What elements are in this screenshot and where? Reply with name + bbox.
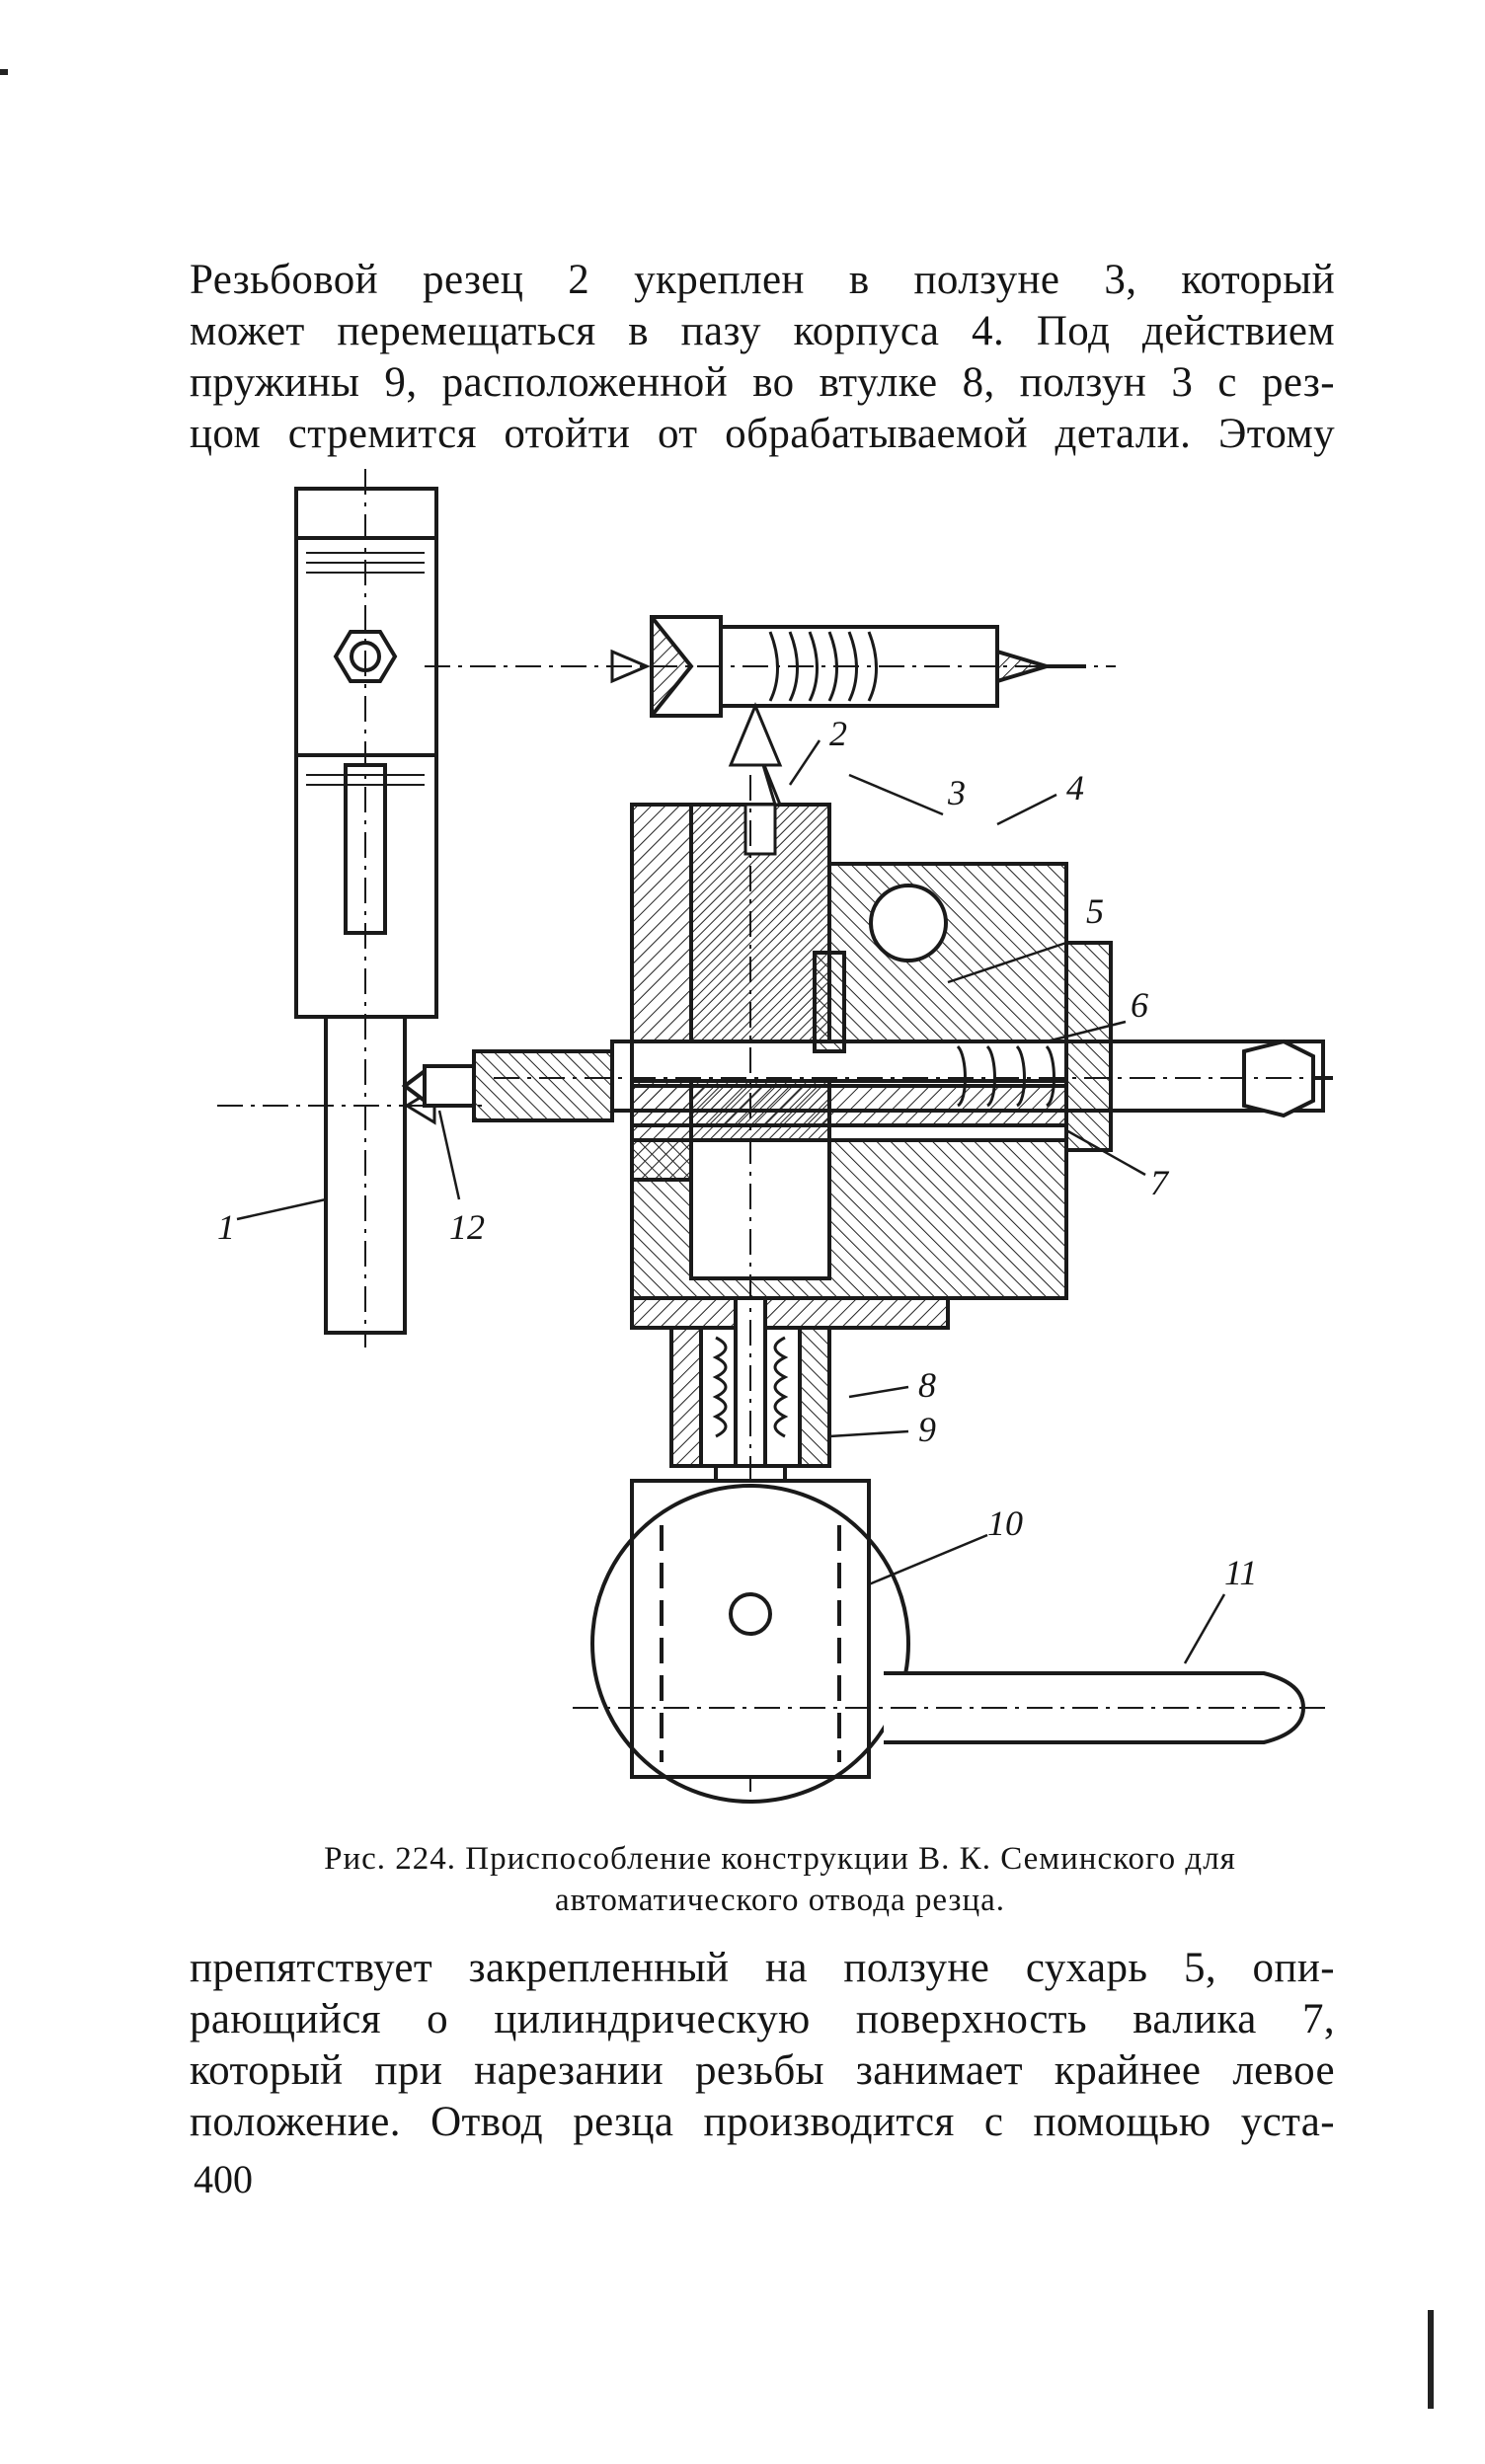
paragraph-line: цом стремится отойти от обрабатываемой д… xyxy=(190,411,1335,457)
page-number: 400 xyxy=(194,2157,253,2201)
leader-lines xyxy=(236,739,1226,1664)
figure-caption: Рис. 224. Приспособление конструкции В. … xyxy=(227,1838,1333,1921)
main-assembly xyxy=(401,702,1333,1792)
callout-5: 5 xyxy=(1086,891,1104,931)
paragraph-line: пружины 9, расположенной во втулке 8, по… xyxy=(190,359,1335,406)
paragraph-line: Резьбовой резец 2 укреплен в ползуне 3, … xyxy=(190,257,1335,303)
caption-line-1: Рис. 224. Приспособление конструкции В. … xyxy=(324,1841,1236,1877)
technical-drawing: 1 2 3 4 5 6 7 8 9 10 11 12 xyxy=(197,449,1333,1831)
paragraph-line: препятствует закрепленный на ползуне сух… xyxy=(190,1945,1335,1991)
bolt-cutter-detail xyxy=(425,615,1116,718)
paragraph-line: положение. Отвод резца производится с по… xyxy=(190,2099,1335,2145)
callout-labels: 1 2 3 4 5 6 7 8 9 10 11 12 xyxy=(217,714,1257,1592)
callout-10: 10 xyxy=(987,1503,1023,1543)
paragraph-line: может перемещаться в пазу корпуса 4. Под… xyxy=(190,308,1335,354)
callout-7: 7 xyxy=(1150,1163,1170,1202)
caption-line-2: автоматического отвода резца. xyxy=(554,1883,1006,1918)
paragraph-bottom: препятствует закрепленный на ползуне сух… xyxy=(190,1943,1335,2148)
paragraph-top: Резьбовой резец 2 укреплен в ползуне 3, … xyxy=(190,255,1335,460)
callout-3: 3 xyxy=(947,773,966,812)
drawing-svg: 1 2 3 4 5 6 7 8 9 10 11 12 xyxy=(217,469,1333,1804)
callout-11: 11 xyxy=(1224,1553,1257,1592)
callout-1: 1 xyxy=(217,1207,235,1247)
side-view xyxy=(217,469,484,1348)
cam-assembly xyxy=(573,1479,1333,1804)
callout-9: 9 xyxy=(918,1410,936,1449)
callout-4: 4 xyxy=(1066,768,1084,808)
scan-artifact xyxy=(0,69,8,75)
side-nut xyxy=(333,630,398,683)
paragraph-line: который при нарезании резьбы занимает кр… xyxy=(190,2047,1335,2094)
callout-6: 6 xyxy=(1131,985,1148,1025)
scan-artifact xyxy=(1428,2310,1434,2409)
callout-8: 8 xyxy=(918,1365,936,1405)
callout-2: 2 xyxy=(829,714,847,753)
callout-12: 12 xyxy=(449,1207,485,1247)
paragraph-line: рающийся о цилиндрическую поверхность ва… xyxy=(190,1996,1335,2042)
